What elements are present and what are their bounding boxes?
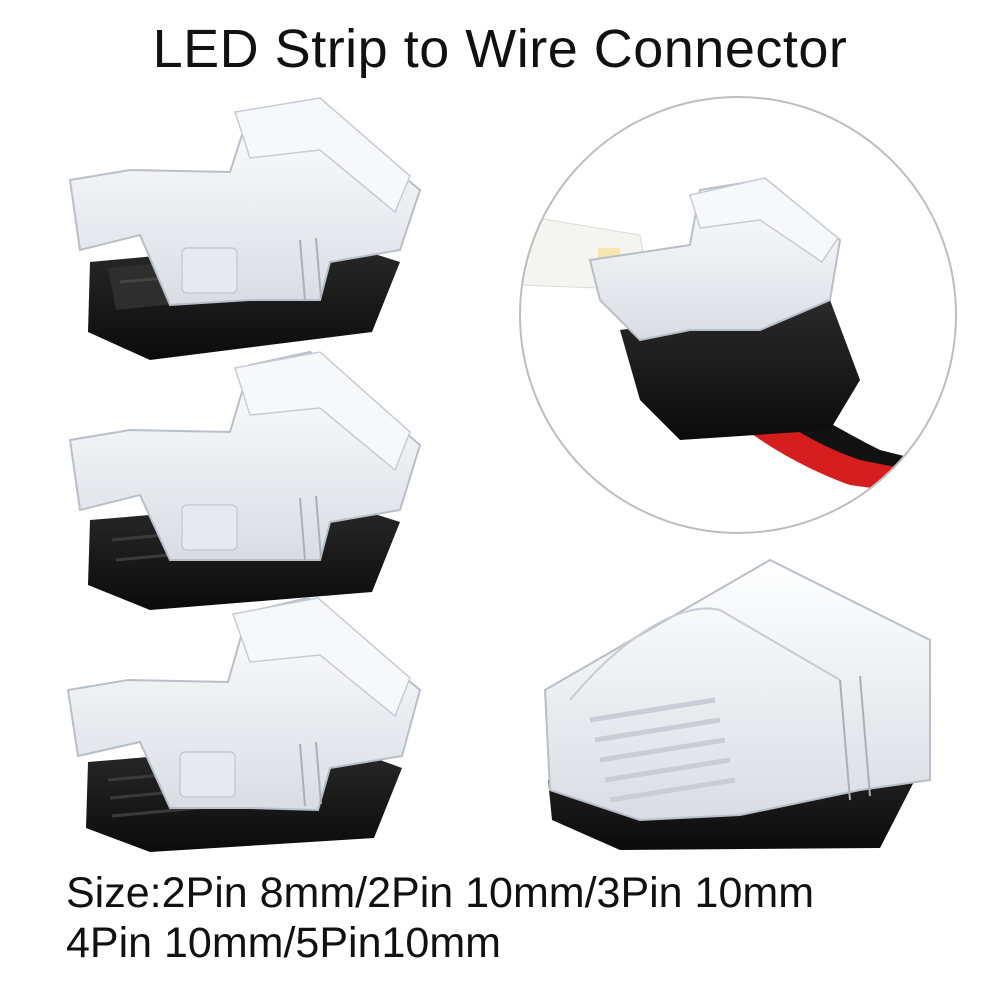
connector-5pin-10mm: [543, 558, 931, 850]
page-title: LED Strip to Wire Connector: [152, 19, 848, 79]
connector-3pin-10mm: [68, 350, 422, 610]
usage-inset: [519, 96, 957, 534]
size-caption: Size:2Pin 8mm/2Pin 10mm/3Pin 10mm 4Pin 1…: [66, 868, 986, 968]
connector-2pin-8mm: [68, 97, 422, 360]
connector-4pin-10mm: [66, 596, 422, 852]
size-caption-line-1: Size:2Pin 8mm/2Pin 10mm/3Pin 10mm: [66, 869, 815, 917]
size-caption-line-2: 4Pin 10mm/5Pin10mm: [66, 919, 501, 967]
